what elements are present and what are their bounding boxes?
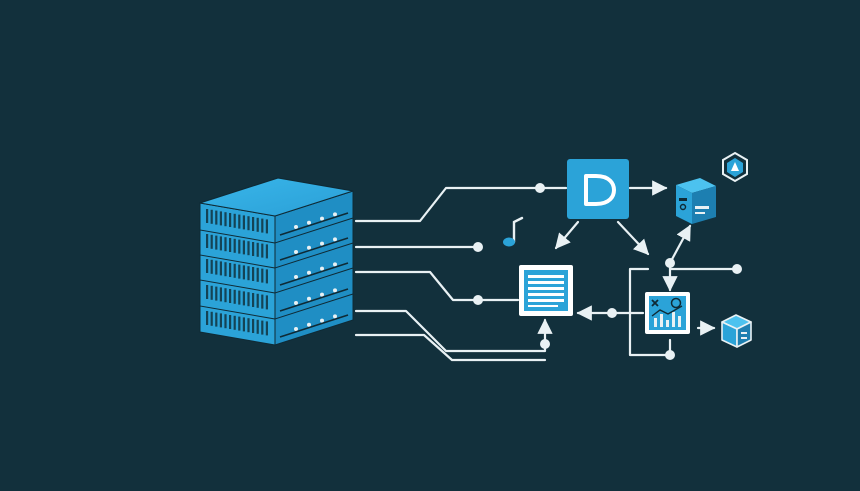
junction-dot bbox=[473, 242, 483, 252]
connector-logo-to-document bbox=[554, 220, 580, 250]
connector-logo-to-analytics bbox=[616, 220, 650, 256]
connector-branch-to-terminal bbox=[668, 224, 692, 265]
shield-hex-icon bbox=[722, 151, 748, 183]
connector-server-to-logo bbox=[354, 186, 568, 223]
d-logo-icon bbox=[567, 159, 629, 219]
music-note-icon bbox=[503, 216, 524, 247]
connector-server-to-document bbox=[354, 270, 520, 302]
connector-server-to-document-lower-b bbox=[354, 333, 547, 362]
analytics-chart-icon bbox=[645, 292, 690, 334]
terminal-window-icon bbox=[676, 178, 716, 224]
junction-dot bbox=[607, 308, 617, 318]
junction-dot bbox=[473, 295, 483, 305]
server-top-face bbox=[199, 177, 354, 217]
cube-icon bbox=[721, 314, 752, 348]
junction-dot bbox=[732, 264, 742, 274]
junction-dot bbox=[540, 339, 550, 349]
server-stack-icon bbox=[199, 177, 354, 346]
document-icon bbox=[519, 265, 573, 316]
junction-dot bbox=[665, 258, 675, 268]
junction-dot bbox=[665, 350, 675, 360]
junction-dot bbox=[535, 183, 545, 193]
connector-server-to-document-lower-a bbox=[354, 309, 553, 353]
junction-dots bbox=[473, 183, 742, 360]
